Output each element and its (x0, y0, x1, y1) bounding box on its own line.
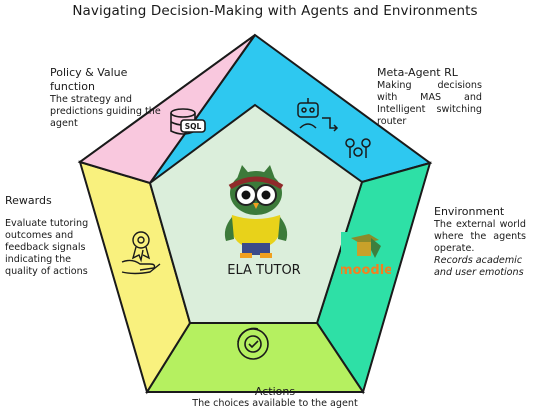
center-label: ELA TUTOR (227, 263, 301, 278)
diagram-title: Navigating Decision-Making with Agents a… (72, 3, 478, 19)
actions-text: The choices available to the agent (192, 398, 358, 409)
policy-heading: Policy & Value function (50, 66, 128, 93)
environment-text: The external world where the agents oper… (434, 219, 526, 254)
actions-heading: Actions (254, 385, 296, 398)
actions-label-block: Actions The choices available to the age… (150, 385, 400, 410)
policy-segment-upper (77, 34, 256, 185)
award-hand-icon (121, 231, 161, 275)
database-sql-icon (170, 108, 206, 135)
sql-label: SQL (185, 122, 202, 131)
environment-note: Records academic and user emotions (434, 255, 524, 278)
robot-agents-icon (297, 98, 371, 158)
rewards-heading: Rewards (5, 194, 52, 207)
moodle-logo-text: moodle (341, 263, 391, 278)
environment-label-block: Environment The external world where the… (434, 205, 526, 279)
gear-check-icon (237, 327, 269, 360)
meta-agent-heading: Meta-Agent RL (377, 66, 458, 79)
environment-heading: Environment (434, 205, 505, 218)
policy-text: The strategy and predictions guiding the… (50, 94, 161, 129)
rewards-label-block: Rewards Evaluate tutoring outcomes and f… (5, 194, 103, 278)
owl-mascot (224, 165, 288, 258)
rewards-text: Evaluate tutoring outcomes and feedback … (5, 218, 89, 277)
meta-agent-text: Making decisions with MAS and Intelligen… (377, 80, 482, 127)
moodle-logo-icon: moodle (339, 232, 393, 280)
policy-label-block: Policy & Value function The strategy and… (50, 66, 175, 130)
meta-agent-label-block: Meta-Agent RL Making decisions with MAS … (377, 66, 482, 128)
